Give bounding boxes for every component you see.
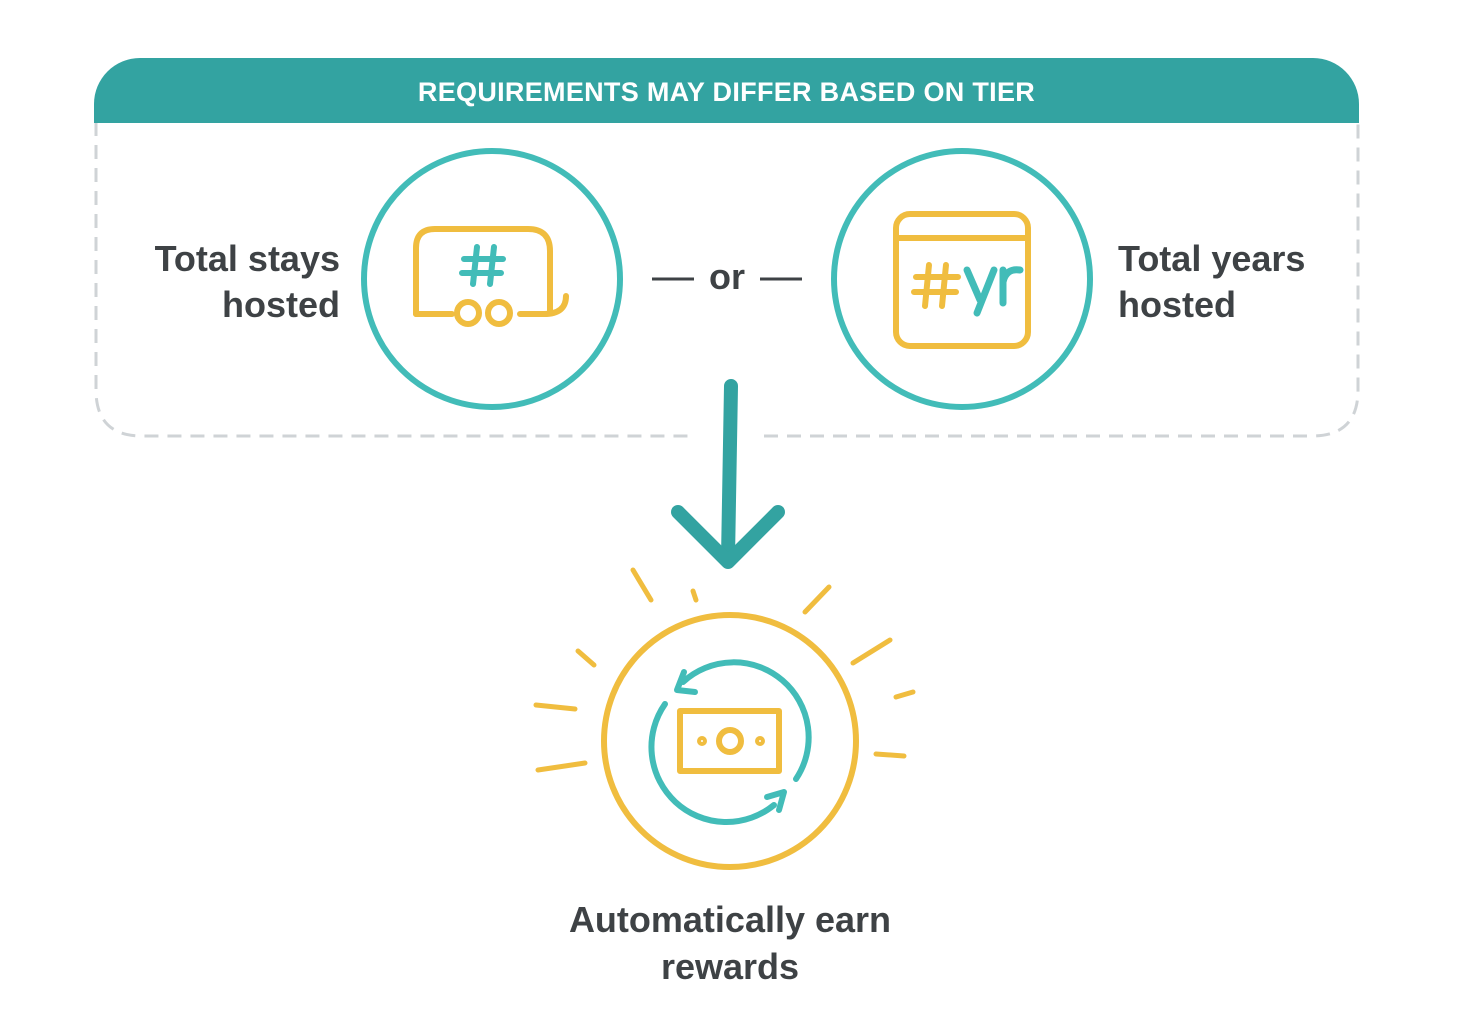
sun-rays [533, 567, 916, 773]
banner-text: REQUIREMENTS MAY DIFFER BASED ON TIER [417, 77, 1036, 107]
rewards-circle [601, 612, 859, 870]
years-circle [831, 148, 1093, 410]
requirements-dashed-box [94, 122, 1360, 438]
earn-rewards-label: Automatically earn rewards [568, 899, 892, 987]
total-years-label: Total years hosted [1118, 238, 1306, 325]
down-arrow-icon [671, 379, 785, 569]
total-stays-label: Total stays hosted [154, 238, 340, 325]
or-label: or [709, 256, 745, 297]
calendar-hash-yr-icon [893, 211, 1031, 349]
money-cycle-icon [648, 659, 812, 825]
stays-hash-trailer-icon [413, 226, 569, 327]
requirements-banner: REQUIREMENTS MAY DIFFER BASED ON TIER [94, 58, 1359, 123]
